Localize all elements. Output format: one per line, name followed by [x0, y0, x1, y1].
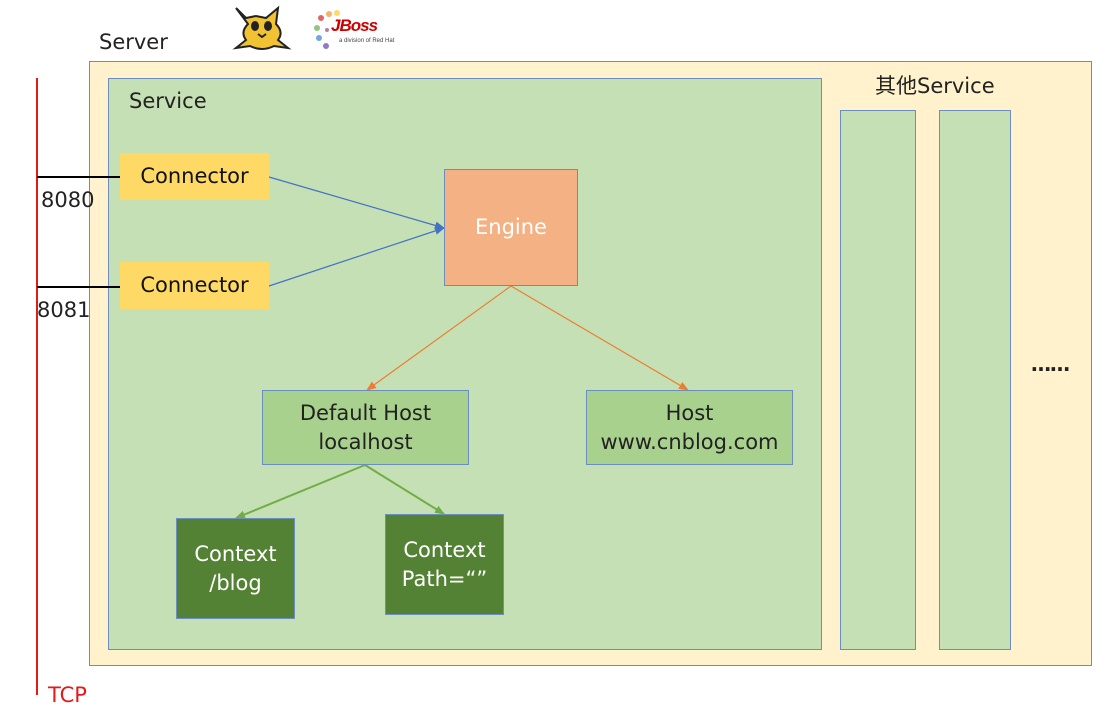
default-host-title: Default Host [299, 400, 432, 425]
other-service-ellipsis: …… [1031, 352, 1070, 376]
engine-host-arrow [510, 285, 689, 391]
context-blog-title: Context [194, 541, 277, 566]
context-blog-path: /blog [209, 570, 262, 595]
context-root-title: Context [403, 537, 486, 562]
host-title: Host [665, 400, 714, 425]
host-name: www.cnblog.com [600, 429, 779, 454]
jboss-logo-tagline: a division of Red Hat [339, 38, 395, 44]
service-label: Service [129, 89, 207, 113]
connector-8081: Connector [120, 262, 269, 309]
other-service-label: 其他Service [875, 74, 995, 98]
server-label: Server [99, 30, 168, 54]
other-service-column-1 [840, 110, 916, 650]
port-8080-label: 8080 [41, 188, 95, 212]
context-root-path: Path=“” [401, 566, 488, 591]
jboss-logo-icon: JBoss a division of Red Hat [305, 6, 420, 54]
default-host-name: localhost [318, 429, 413, 454]
jboss-logo-text: JBoss [331, 16, 378, 35]
engine-node: Engine [444, 169, 578, 286]
context-blog-node: Context /blog [176, 518, 295, 619]
connector-8080: Connector [120, 153, 269, 200]
other-service-column-2 [939, 110, 1011, 650]
engine-default-host-arrow [366, 285, 512, 391]
context-root-node: Context Path=“” [385, 514, 504, 615]
host-context-root-arrow [364, 464, 445, 515]
port-8081-label: 8081 [37, 298, 91, 322]
default-host-node: Default Host localhost [262, 390, 469, 465]
host-node: Host www.cnblog.com [586, 390, 793, 465]
connector2-engine-arrow [268, 227, 445, 287]
connector1-engine-arrow [268, 176, 445, 230]
tcp-label: TCP [48, 683, 87, 707]
host-context-blog-arrow [235, 464, 366, 519]
tomcat-logo-icon [226, 4, 298, 54]
